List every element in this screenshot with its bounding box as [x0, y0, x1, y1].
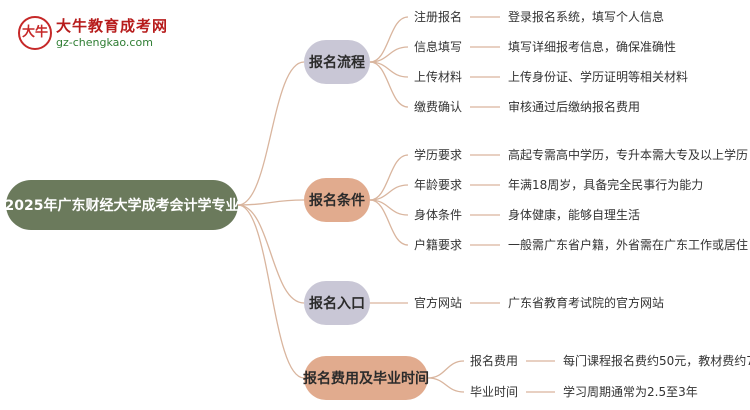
item-label: 身体条件 — [414, 208, 463, 222]
item-description: 一般需广东省户籍，外省需在广东工作或居住 — [508, 238, 749, 252]
branch-to-item-connector — [427, 360, 465, 379]
item-description: 学习周期通常为2.5至3年 — [563, 385, 698, 399]
logo-url: gz-chengkao.com — [56, 36, 153, 49]
item-label: 学历要求 — [414, 148, 463, 162]
item-label: 报名费用 — [470, 354, 519, 368]
item-description: 年满18周岁，具备完全民事行为能力 — [508, 178, 704, 192]
item-description: 广东省教育考试院的官方网站 — [508, 296, 665, 310]
item-label: 毕业时间 — [470, 385, 519, 399]
item-label: 户籍要求 — [414, 238, 463, 252]
root-to-branch-connector — [237, 204, 305, 304]
branch-to-item-connector — [369, 46, 409, 63]
item-label: 年龄要求 — [414, 178, 463, 192]
root-to-branch-connector — [237, 199, 305, 206]
logo-title: 大牛教育成考网 — [56, 17, 169, 35]
item-label: 上传材料 — [414, 70, 463, 84]
root-topic: 2025年广东财经大学成考会计学专业 — [5, 180, 239, 230]
branch-registration-portal: 报名入口 — [304, 281, 370, 325]
branch-to-item-connector — [369, 16, 409, 63]
item-label: 缴费确认 — [414, 100, 463, 114]
root-to-branch-connector — [237, 204, 305, 379]
branch-to-item-connector — [369, 184, 409, 201]
item-description: 高起专需高中学历，专升本需大专及以上学历 — [508, 148, 749, 162]
branch-to-item-connector — [369, 199, 409, 246]
site-logo[interactable]: 大牛 大牛教育成考网 gz-chengkao.com — [18, 14, 168, 54]
item-label: 注册报名 — [414, 10, 463, 24]
branch-to-item-connector — [369, 61, 409, 108]
branch-to-item-connector — [369, 154, 409, 201]
branch-to-item-connector — [427, 377, 465, 393]
branch-registration-requirements: 报名条件 — [304, 178, 370, 222]
item-description: 上传身份证、学历证明等相关材料 — [508, 70, 689, 84]
logo-mark-icon: 大牛 — [18, 16, 52, 50]
item-description: 登录报名系统，填写个人信息 — [508, 10, 665, 24]
item-description: 填写详细报考信息，确保准确性 — [508, 40, 677, 54]
item-description: 审核通过后缴纳报名费用 — [508, 100, 641, 114]
root-to-branch-connector — [237, 61, 305, 206]
item-description: 每门课程报名费约50元，教材费约70元 — [563, 354, 750, 368]
branch-registration-process: 报名流程 — [304, 40, 370, 84]
branch-fees-and-graduation: 报名费用及毕业时间 — [303, 356, 429, 400]
item-description: 身体健康，能够自理生活 — [508, 208, 641, 222]
item-label: 官方网站 — [414, 296, 463, 310]
item-label: 信息填写 — [414, 40, 463, 54]
